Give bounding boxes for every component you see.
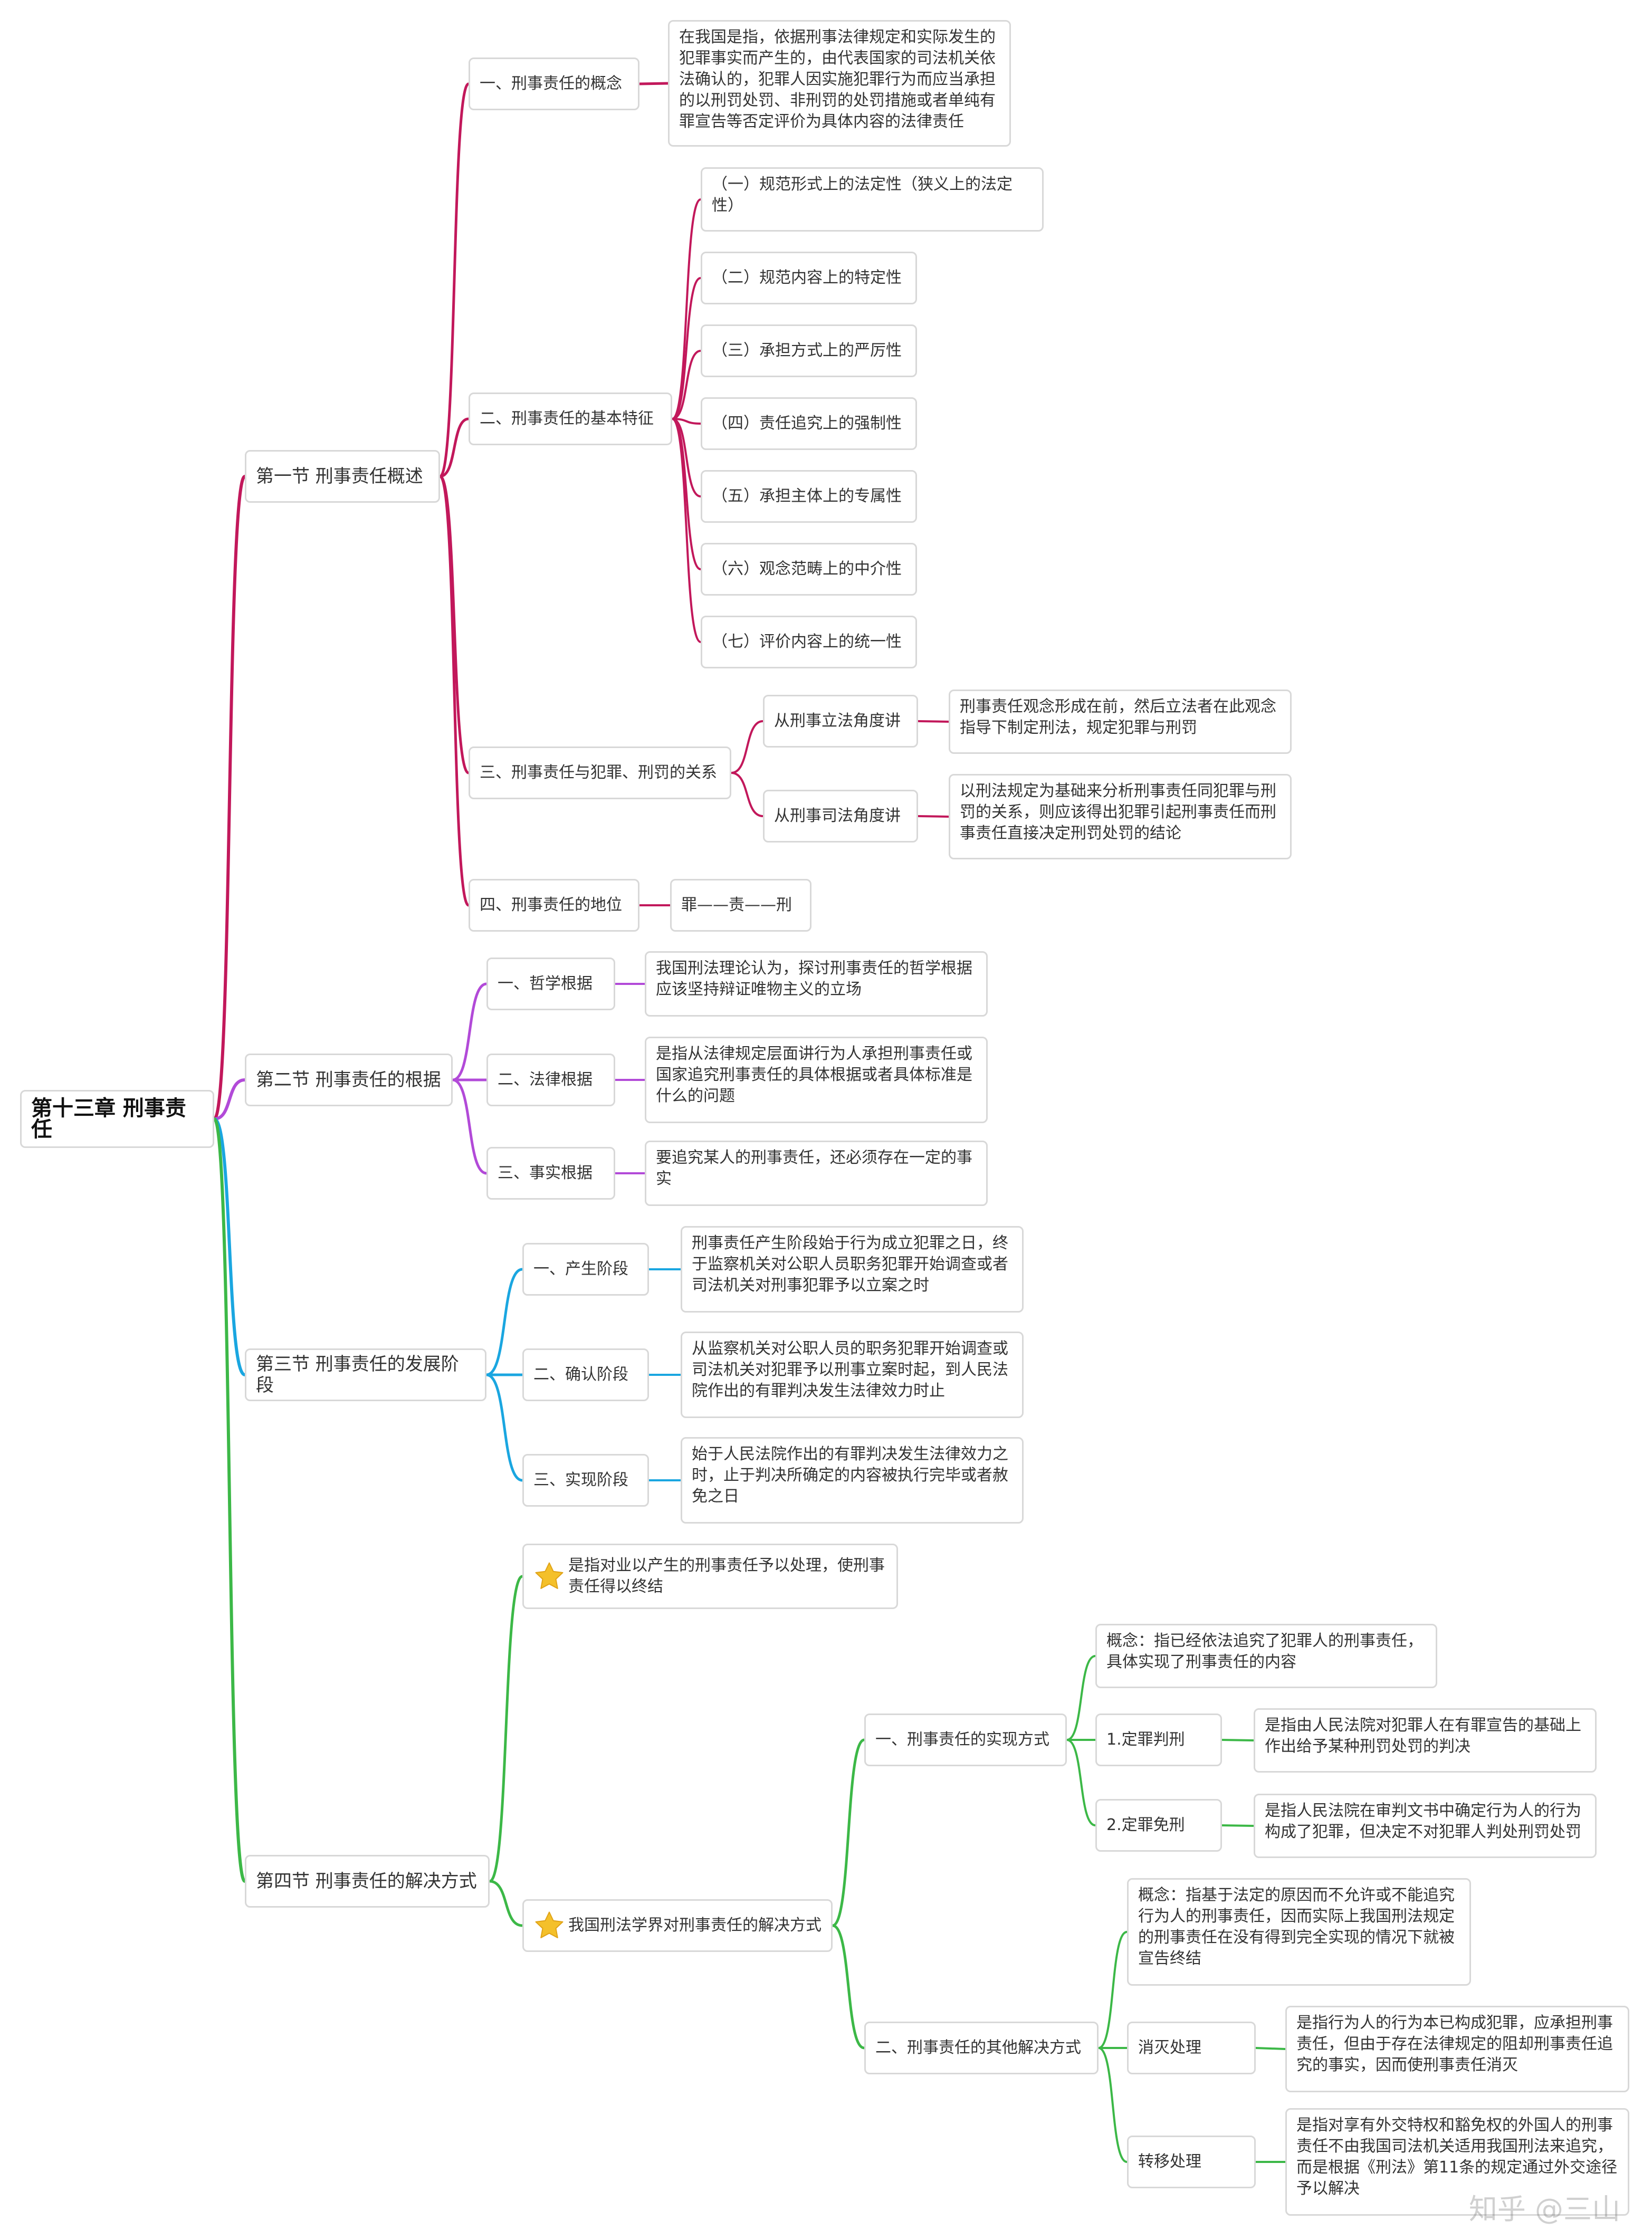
s1-relation-legislative-desc[interactable]: 刑事责任观念形成在前，然后立法者在此观念指导下制定刑法，规定犯罪与刑罚 [949,690,1292,754]
s4-realization-b-desc[interactable]: 是指人民法院在审判文书中确定行为人的行为构成了犯罪，但决定不对犯罪人判处刑罚处罚 [1254,1794,1597,1858]
link-s1-c3-b [730,772,764,817]
link-s4-w1 [831,1738,866,1927]
s4-other-b-desc[interactable]: 是指对享有外交特权和豁免权的外国人的刑事责任不由我国司法机关适用我国刑法来追究，… [1285,2108,1629,2216]
link-s1-c1 [438,82,470,478]
link-s1-c4 [438,475,470,907]
section-1-overview[interactable]: 第一节 刑事责任概述 [245,450,440,503]
s3-emergence-label[interactable]: 一、产生阶段 [522,1243,649,1296]
s1-feature-1[interactable]: （一）规范形式上的法定性（狭义上的法定性） [701,167,1044,232]
link-s1-feature-4 [671,418,702,425]
star-icon [535,1911,564,1938]
link-s1-c3-a-desc [917,720,950,723]
link-s4-w1-b-desc [1221,1824,1255,1827]
s1-feature-7[interactable]: （七）评价内容上的统一性 [701,616,917,668]
s3-confirm-label[interactable]: 二、确认阶段 [522,1348,649,1401]
link-s1-feature-2 [671,277,702,420]
s4-realization-concept[interactable]: 概念：指已经依法追究了犯罪人的刑事责任，具体实现了刑事责任的内容 [1095,1624,1437,1688]
link-root-s4 [213,1117,246,1883]
s4-other-label[interactable]: 二、刑事责任的其他解决方式 [864,2022,1099,2074]
s1-feature-5[interactable]: （五）承担主体上的专属性 [701,470,917,523]
s3-emergence-desc[interactable]: 刑事责任产生阶段始于行为成立犯罪之日，终于监察机关对公职人员职务犯罪开始调查或者… [681,1226,1024,1313]
s4-realization-label[interactable]: 一、刑事责任的实现方式 [864,1713,1067,1766]
link-s2-c3 [451,1078,488,1175]
link-s4-w2-a-desc [1255,2047,1286,2050]
s1-concept-label[interactable]: 一、刑事责任的概念 [469,58,639,110]
s1-relation-judicial[interactable]: 从刑事司法角度讲 [763,790,918,843]
link-s4-def [488,1575,524,1883]
link-s4-w1-b [1066,1739,1096,1826]
s2-philosophy-label[interactable]: 一、哲学根据 [486,958,615,1010]
s3-realize-label[interactable]: 三、实现阶段 [522,1454,649,1507]
link-s1-c1-desc [638,82,670,85]
link-s1-feature-5 [671,418,702,497]
link-s1-c3-b-desc [917,815,950,818]
link-s4-ways [488,1880,524,1927]
s1-feature-4[interactable]: （四）责任追究上的强制性 [701,397,917,450]
link-s1-feature-1 [671,198,702,420]
s4-other-concept[interactable]: 概念：指基于法定的原因而不允许或不能追究行为人的刑事责任，因而实际上我国刑法规定… [1127,1878,1471,1986]
s1-features-label[interactable]: 二、刑事责任的基本特征 [469,393,672,445]
s2-legal-label[interactable]: 二、法律根据 [486,1054,615,1106]
s4-ways-text: 我国刑法学界对刑事责任的解决方式 [568,1916,822,1935]
s3-confirm-desc[interactable]: 从监察机关对公职人员的职务犯罪开始调查或司法机关对犯罪予以刑事立案时起，到人民法… [681,1332,1024,1418]
s1-concept-desc[interactable]: 在我国是指，依据刑事法律规定和实际发生的犯罪事实而产生的，由代表国家的司法机关依… [668,20,1011,147]
section-3-stages[interactable]: 第三节 刑事责任的发展阶段 [245,1348,486,1401]
s4-other-b[interactable]: 转移处理 [1127,2136,1256,2188]
link-root-s2 [213,1078,246,1121]
s4-other-a[interactable]: 消灭处理 [1127,2022,1256,2074]
s4-realization-a[interactable]: 1.定罪判刑 [1095,1713,1222,1766]
s4-definition[interactable]: 是指对业以产生的刑事责任予以处理，使刑事责任得以终结 [522,1544,898,1609]
watermark: 知乎 @三山 [1468,2193,1620,2226]
s1-relation-label[interactable]: 三、刑事责任与犯罪、刑罚的关系 [469,746,731,799]
link-s4-w2 [831,1924,866,2050]
link-s4-w1-concept [1066,1655,1096,1741]
section-4-resolution[interactable]: 第四节 刑事责任的解决方式 [245,1855,490,1908]
s4-other-a-desc[interactable]: 是指行为人的行为本已构成犯罪，应承担刑事责任，但由于存在法律规定的阻却刑事责任追… [1285,2006,1629,2092]
s2-fact-label[interactable]: 三、事实根据 [486,1147,615,1200]
link-s4-w2-concept [1097,1931,1128,2049]
link-s3-c1 [485,1268,524,1376]
section-2-basis[interactable]: 第二节 刑事责任的根据 [245,1054,453,1106]
s3-realize-desc[interactable]: 始于人民法院作出的有罪判决发生法律效力之时，止于判决所确定的内容被执行完毕或者赦… [681,1437,1024,1524]
s1-feature-3[interactable]: （三）承担方式上的严厉性 [701,324,917,377]
link-s1-feature-3 [671,350,702,420]
link-s3-c3 [485,1373,524,1482]
link-root-s3 [213,1117,246,1376]
s1-relation-legislative[interactable]: 从刑事立法角度讲 [763,695,918,748]
link-s1-c3-a [730,720,764,774]
s1-relation-judicial-desc[interactable]: 以刑法规定为基础来分析刑事责任同犯罪与刑罚的关系，则应该得出犯罪引起刑事责任而刑… [949,774,1292,859]
s4-realization-a-desc[interactable]: 是指由人民法院对犯罪人在有罪宣告的基础上作出给予某种刑罚处罚的判决 [1254,1708,1597,1773]
link-s2-c1 [451,982,488,1081]
s1-feature-6[interactable]: （六）观念范畴上的中介性 [701,543,917,596]
s1-feature-2[interactable]: （二）规范内容上的特定性 [701,252,917,304]
link-s4-w2-b [1097,2047,1128,2163]
link-s1-c2 [438,417,470,478]
s2-philosophy-desc[interactable]: 我国刑法理论认为，探讨刑事责任的哲学根据应该坚持辩证唯物主义的立场 [645,951,988,1017]
link-root-s1 [213,475,246,1121]
star-icon [535,1562,564,1589]
s1-status-label[interactable]: 四、刑事责任的地位 [469,879,639,932]
s4-definition-text: 是指对业以产生的刑事责任予以处理，使刑事责任得以终结 [568,1556,885,1596]
s4-realization-b[interactable]: 2.定罪免刑 [1095,1799,1222,1852]
root-topic[interactable]: 第十三章 刑事责任 [20,1090,214,1148]
link-s1-feature-7 [671,418,702,643]
s2-fact-desc[interactable]: 要追究某人的刑事责任，还必须存在一定的事实 [645,1141,988,1206]
s4-ways-label[interactable]: 我国刑法学界对刑事责任的解决方式 [522,1899,833,1952]
s1-status-desc[interactable]: 罪——责——刑 [670,879,811,932]
s2-legal-desc[interactable]: 是指从法律规定层面讲行为人承担刑事责任或国家追究刑事责任的具体根据或者具体标准是… [645,1037,988,1123]
